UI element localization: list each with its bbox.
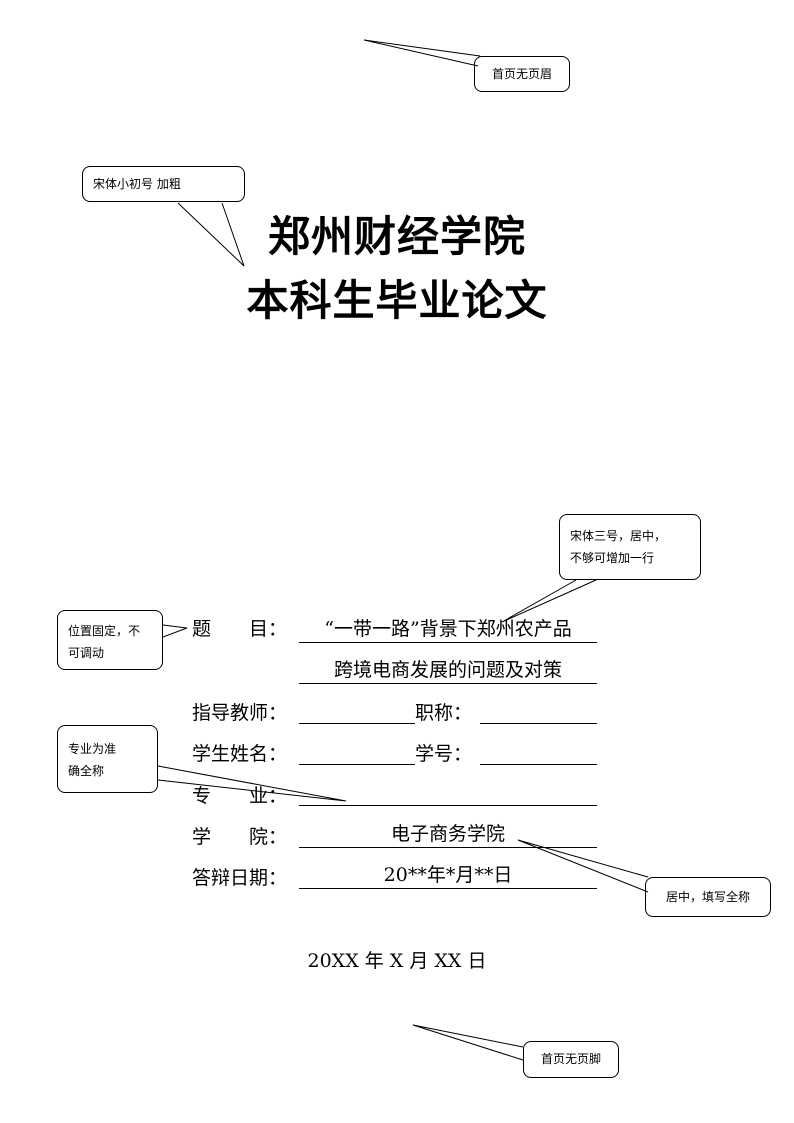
center-note-leader [517, 839, 649, 893]
professional-title-label: 职称： [415, 702, 473, 724]
thesis-type-title: 本科生毕业论文 [246, 276, 548, 325]
advisor-label: 指导教师： [192, 702, 288, 724]
title-font-note-callout: 宋体小初号 加粗 [82, 166, 245, 202]
footer-note-callout: 首页无页脚 [523, 1041, 619, 1078]
topic-font-note-line2: 不够可增加一行 [570, 551, 655, 565]
student-id-field[interactable] [480, 738, 597, 765]
topic-label: 题 目： [192, 618, 288, 640]
major-note-leader [157, 765, 347, 802]
header-note-text: 首页无页眉 [491, 67, 552, 81]
major-note-callout: 专业为准 确全称 [57, 725, 158, 793]
major-label: 专 业： [192, 785, 288, 807]
title-font-note-leader [177, 202, 245, 267]
defense-date-field[interactable]: 20**年*月**日 [299, 862, 597, 889]
professional-title-field[interactable] [480, 697, 597, 724]
title-font-note-text: 宋体小初号 加粗 [93, 177, 181, 191]
school-name-title: 郑州财经学院 [267, 212, 526, 261]
topic-font-note-line1: 宋体三号，居中， [570, 529, 667, 543]
student-id-label: 学号： [415, 743, 473, 765]
college-label: 学 院： [192, 826, 288, 848]
major-field[interactable] [299, 779, 597, 806]
student-name-label: 学生姓名： [192, 743, 288, 765]
defense-date-label: 答辩日期： [192, 867, 288, 889]
header-note-callout: 首页无页眉 [474, 56, 570, 92]
major-note-line1: 专业为准 [68, 742, 117, 756]
position-note-line1: 位置固定，不 [68, 624, 141, 638]
position-note-line2: 可调动 [68, 646, 105, 660]
topic-font-note-callout: 宋体三号，居中， 不够可增加一行 [559, 514, 701, 580]
footer-note-leader [412, 1024, 524, 1061]
college-field[interactable]: 电子商务学院 [299, 821, 597, 848]
header-note-leader [363, 39, 481, 67]
advisor-field[interactable] [299, 697, 415, 724]
position-note-callout: 位置固定，不 可调动 [57, 610, 163, 670]
cover-date: 20XX 年 X 月 XX 日 [307, 950, 487, 972]
major-note-line2: 确全称 [68, 764, 105, 778]
topic-field-line2[interactable]: 跨境电商发展的问题及对策 [299, 657, 597, 684]
footer-note-text: 首页无页脚 [540, 1052, 601, 1066]
center-note-text: 居中，填写全称 [665, 890, 750, 904]
topic-field-line1[interactable]: “一带一路”背景下郑州农产品 [299, 616, 597, 643]
topic-font-note-leader [501, 579, 597, 623]
student-name-field[interactable] [299, 738, 415, 765]
center-note-callout: 居中，填写全称 [645, 877, 771, 917]
position-note-leader [162, 624, 188, 638]
